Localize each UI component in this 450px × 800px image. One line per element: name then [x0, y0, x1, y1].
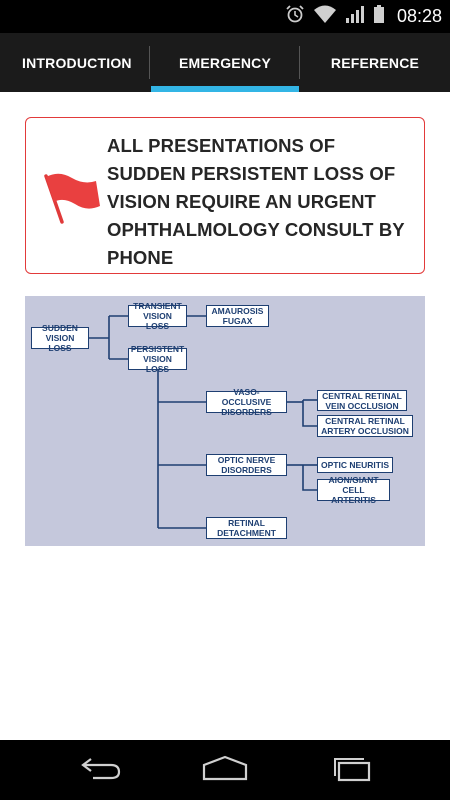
status-bar: 08:28 — [0, 0, 450, 33]
warning-card: ALL PRESENTATIONS OF SUDDEN PERSISTENT L… — [25, 117, 425, 274]
signal-icon — [345, 4, 365, 29]
node-central-retinal-vein-occlusion: CENTRAL RETINAL VEIN OCCLUSION — [317, 390, 407, 411]
status-time: 08:28 — [396, 6, 442, 26]
home-button[interactable] — [195, 752, 255, 788]
status-icons: 08:28 — [285, 0, 442, 33]
node-aion-giant-cell-arteritis: AION/GIANT CELL ARTERITIS — [317, 475, 390, 505]
node-optic-neuritis: OPTIC NEURITIS — [317, 457, 393, 473]
warning-message: ALL PRESENTATIONS OF SUDDEN PERSISTENT L… — [107, 135, 405, 268]
node-central-retinal-artery-occlusion: CENTRAL RETINAL ARTERY OCCLUSION — [317, 415, 413, 437]
tab-reference[interactable]: REFERENCE — [300, 33, 450, 92]
recent-apps-button[interactable] — [322, 752, 382, 788]
home-icon — [201, 755, 249, 786]
node-retinal-detachment: RETINAL DETACHMENT — [206, 517, 287, 539]
node-optic-nerve-disorders: OPTIC NERVE DISORDERS — [206, 454, 287, 476]
selected-tab-indicator — [151, 86, 299, 92]
recent-apps-icon — [330, 754, 374, 787]
tab-bar: INTRODUCTION EMERGENCY REFERENCE — [0, 33, 450, 92]
node-vaso-occlusive-disorders: VASO-OCCLUSIVE DISORDERS — [206, 387, 287, 417]
tab-label: INTRODUCTION — [22, 54, 132, 71]
vision-loss-flowchart: SUDDEN VISION LOSS TRANSIENT VISION LOSS… — [25, 296, 425, 546]
back-icon — [77, 755, 123, 786]
tab-divider — [299, 46, 300, 79]
alarm-icon — [285, 4, 305, 29]
tab-emergency[interactable]: EMERGENCY — [150, 33, 300, 92]
red-flag-icon — [42, 170, 102, 225]
node-transient-vision-loss: TRANSIENT VISION LOSS — [128, 301, 187, 331]
back-button[interactable] — [70, 752, 130, 788]
flowchart-connectors — [89, 315, 317, 529]
tab-label: REFERENCE — [330, 54, 420, 71]
tab-divider — [149, 46, 150, 79]
tab-label: EMERGENCY — [178, 54, 272, 71]
tab-introduction[interactable]: INTRODUCTION — [0, 33, 150, 92]
wifi-icon — [313, 4, 337, 29]
navigation-bar — [0, 740, 450, 800]
node-persistent-vision-loss: PERSISTENT VISION LOSS — [128, 344, 187, 374]
node-amaurosis-fugax: AMAUROSIS FUGAX — [206, 305, 269, 327]
node-sudden-vision-loss: SUDDEN VISION LOSS — [31, 323, 89, 353]
battery-icon — [373, 4, 385, 29]
